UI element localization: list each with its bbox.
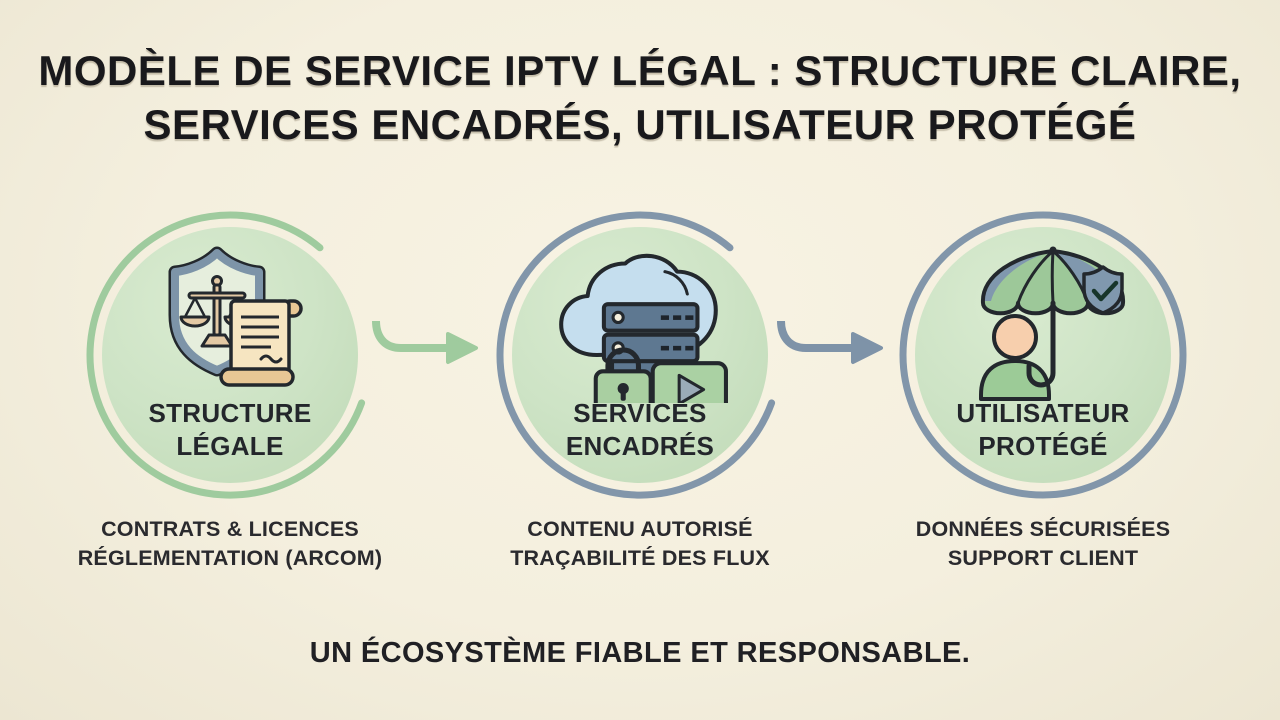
step-label-line2: PROTÉGÉ (978, 431, 1108, 461)
shield-scales-scroll-icon (143, 243, 318, 408)
step-label-line2: LÉGALE (176, 431, 284, 461)
page-title-line2: SERVICES ENCADRÉS, UTILISATEUR PROTÉGÉ (143, 101, 1137, 148)
arrow-right-icon (777, 321, 883, 364)
step-label: STRUCTURE LÉGALE (80, 397, 380, 463)
step-label-line2: ENCADRÉS (565, 431, 715, 461)
step-utilisateur-protege: UTILISATEUR PROTÉGÉ (893, 205, 1193, 505)
caption-line1: CONTENU AUTORISÉ (527, 517, 753, 541)
caption-line1: CONTRATS & LICENCES (101, 517, 359, 541)
caption-line2: RÉGLEMENTATION (ARCOM) (77, 546, 383, 570)
step-label: SERVICES ENCADRÉS (490, 397, 790, 463)
arrow-right-icon (372, 321, 478, 364)
caption-line2: SUPPORT CLIENT (947, 546, 1139, 570)
caption-utilisateur-protege: DONNÉES SÉCURISÉES SUPPORT CLIENT (843, 515, 1243, 573)
caption-line1: DONNÉES SÉCURISÉES (915, 517, 1171, 541)
caption-services-encadres: CONTENU AUTORISÉ TRAÇABILITÉ DES FLUX (440, 515, 840, 573)
cloud-server-lock-player-icon (551, 245, 729, 425)
step-label-line1: SERVICES (573, 398, 707, 428)
umbrella-user-shield-icon (952, 245, 1134, 420)
step-label: UTILISATEUR PROTÉGÉ (893, 397, 1193, 463)
page-title-line1: MODÈLE DE SERVICE IPTV LÉGAL : STRUCTURE… (38, 47, 1242, 94)
caption-structure-legale: CONTRATS & LICENCES RÉGLEMENTATION (ARCO… (30, 515, 430, 573)
step-label-line1: STRUCTURE (148, 398, 312, 428)
step-label-line1: UTILISATEUR (956, 398, 1130, 428)
page-title: MODÈLE DE SERVICE IPTV LÉGAL : STRUCTURE… (0, 44, 1280, 152)
step-services-encadres: SERVICES ENCADRÉS (490, 205, 790, 505)
footer-tagline: UN ÉCOSYSTÈME FIABLE ET RESPONSABLE. (309, 637, 971, 669)
caption-line2: TRAÇABILITÉ DES FLUX (510, 546, 770, 570)
step-structure-legale: STRUCTURE LÉGALE (80, 205, 380, 505)
